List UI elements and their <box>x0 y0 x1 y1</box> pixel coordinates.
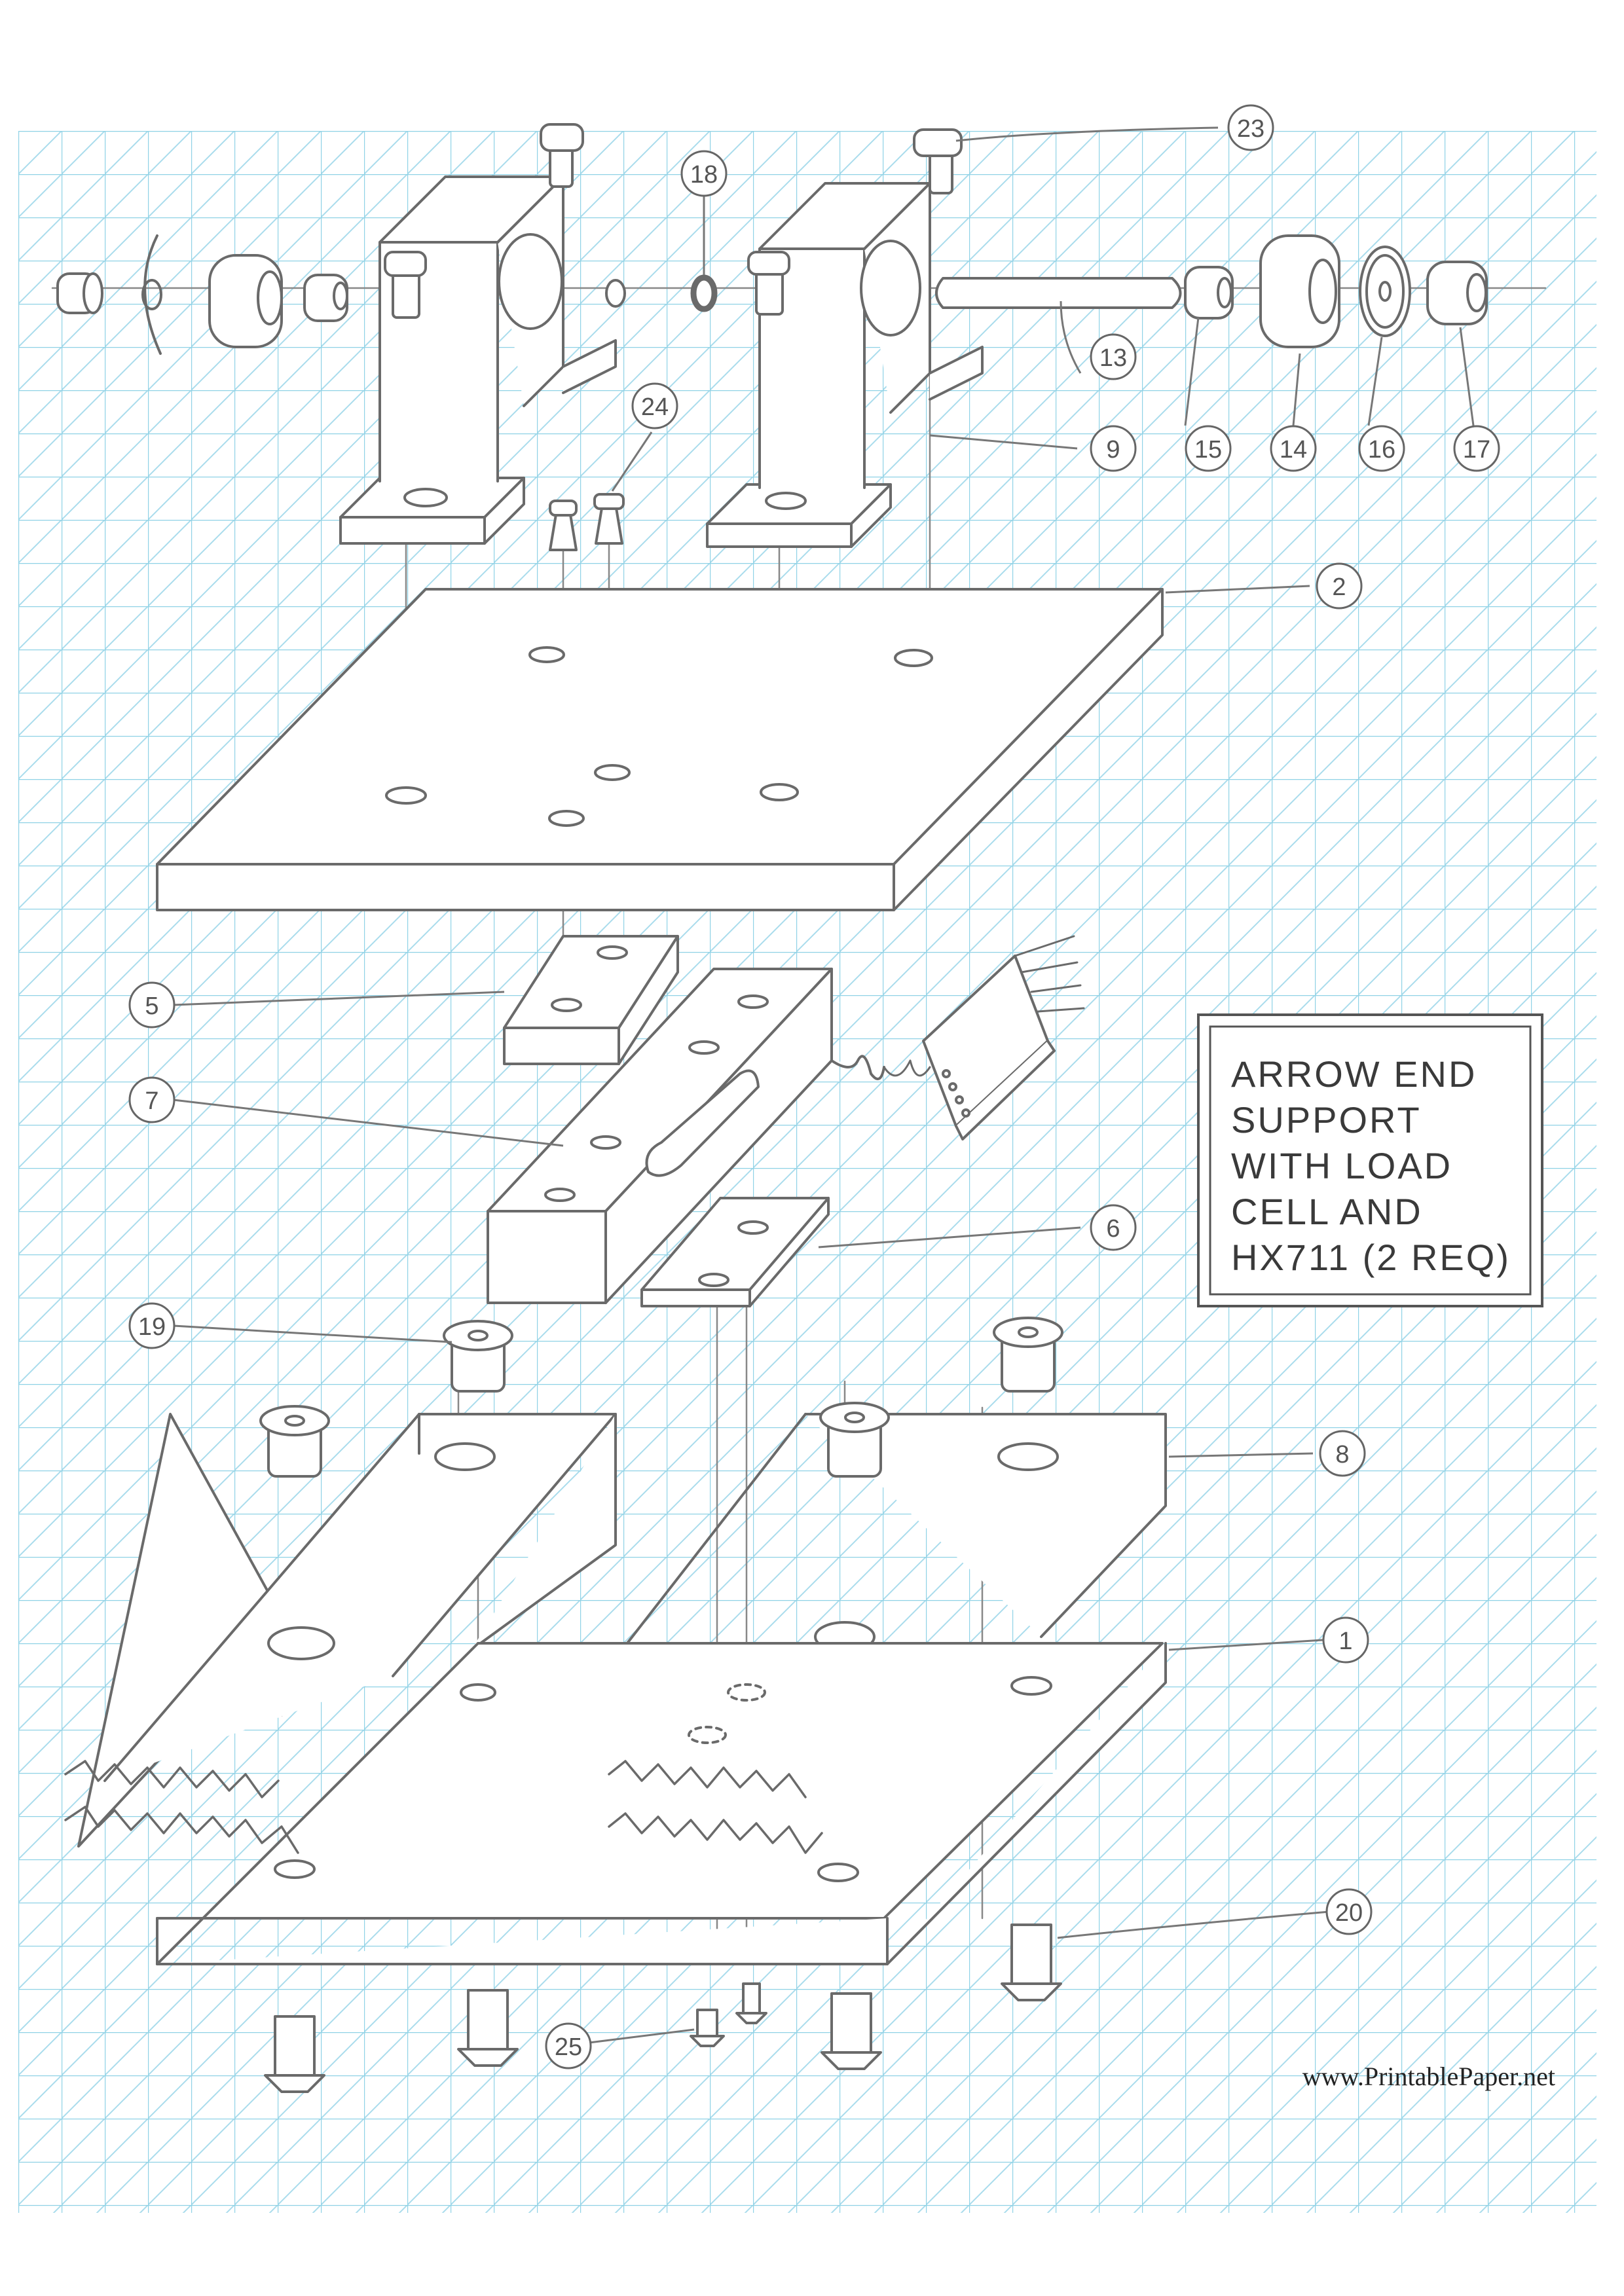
callout-8 <box>1319 1430 1366 1477</box>
callout-label-5: 5 <box>145 993 158 1020</box>
callout-9 <box>1090 425 1137 472</box>
callout-24 <box>631 382 678 429</box>
note-line-5: HX711 (2 REQ) <box>1231 1237 1511 1278</box>
left-rail <box>77 1413 617 1848</box>
callout-label-13: 13 <box>1099 344 1127 372</box>
spacer-block-bottom <box>640 1197 830 1307</box>
note-line-4: CELL AND <box>1231 1191 1423 1232</box>
shaft <box>935 277 1182 309</box>
callout-17 <box>1453 425 1500 472</box>
callout-label-14: 14 <box>1280 436 1307 464</box>
feet <box>264 1923 1062 2093</box>
right-bracket <box>706 182 984 548</box>
callout-label-6: 6 <box>1106 1215 1120 1243</box>
callout-circles <box>128 104 1500 2069</box>
hx711-board <box>883 935 1085 1140</box>
callout-2 <box>1316 562 1363 610</box>
callout-label-9: 9 <box>1106 436 1120 464</box>
note-line-2: SUPPORT <box>1231 1099 1422 1140</box>
callout-label-8: 8 <box>1335 1441 1349 1468</box>
callout-label-25: 25 <box>555 2033 582 2061</box>
right-axle-parts <box>1184 234 1488 348</box>
callout-1 <box>1322 1616 1369 1664</box>
callout-label-18: 18 <box>690 161 718 189</box>
callout-label-16: 16 <box>1368 436 1395 464</box>
callout-14 <box>1270 425 1317 472</box>
callout-6 <box>1090 1204 1137 1251</box>
callout-23 <box>1227 104 1274 151</box>
left-axle-parts <box>56 234 348 355</box>
callout-25 <box>545 2022 592 2069</box>
small-pins <box>549 493 625 551</box>
note-box: ARROW END SUPPORT WITH LOAD CELL AND HX7… <box>1197 1013 1543 1307</box>
callout-20 <box>1325 1888 1373 1935</box>
callout-18 <box>680 150 728 197</box>
callout-label-19: 19 <box>138 1313 166 1341</box>
right-rail <box>621 1413 1167 1652</box>
callout-label-15: 15 <box>1194 436 1222 464</box>
bushings <box>259 1317 1063 1478</box>
callout-15 <box>1185 425 1232 472</box>
callout-label-17: 17 <box>1463 436 1490 464</box>
washers <box>605 274 718 312</box>
base-board <box>156 1642 1167 1965</box>
callout-label-1: 1 <box>1338 1628 1352 1655</box>
callout-13 <box>1090 333 1137 380</box>
load-cell <box>487 968 885 1304</box>
leader-lines <box>173 126 1475 2044</box>
callout-label-24: 24 <box>641 393 669 421</box>
top-pin <box>540 123 963 194</box>
callout-7 <box>128 1076 175 1123</box>
callout-19 <box>128 1302 175 1349</box>
callout-label-20: 20 <box>1335 1899 1363 1927</box>
spacer-block-top <box>503 935 679 1065</box>
callout-label-2: 2 <box>1332 574 1346 601</box>
callout-16 <box>1358 425 1405 472</box>
callout-5 <box>128 981 175 1029</box>
bracket-pins <box>384 251 790 319</box>
break-lines <box>64 1760 823 1854</box>
note-line-3: WITH LOAD <box>1231 1145 1452 1186</box>
left-bracket <box>339 175 617 545</box>
website-credit: www.PrintablePaper.net <box>1302 2062 1555 2091</box>
top-plate <box>156 588 1164 911</box>
note-line-1: ARROW END <box>1231 1053 1477 1095</box>
callout-label-7: 7 <box>145 1087 158 1115</box>
callout-label-23: 23 <box>1237 115 1264 143</box>
